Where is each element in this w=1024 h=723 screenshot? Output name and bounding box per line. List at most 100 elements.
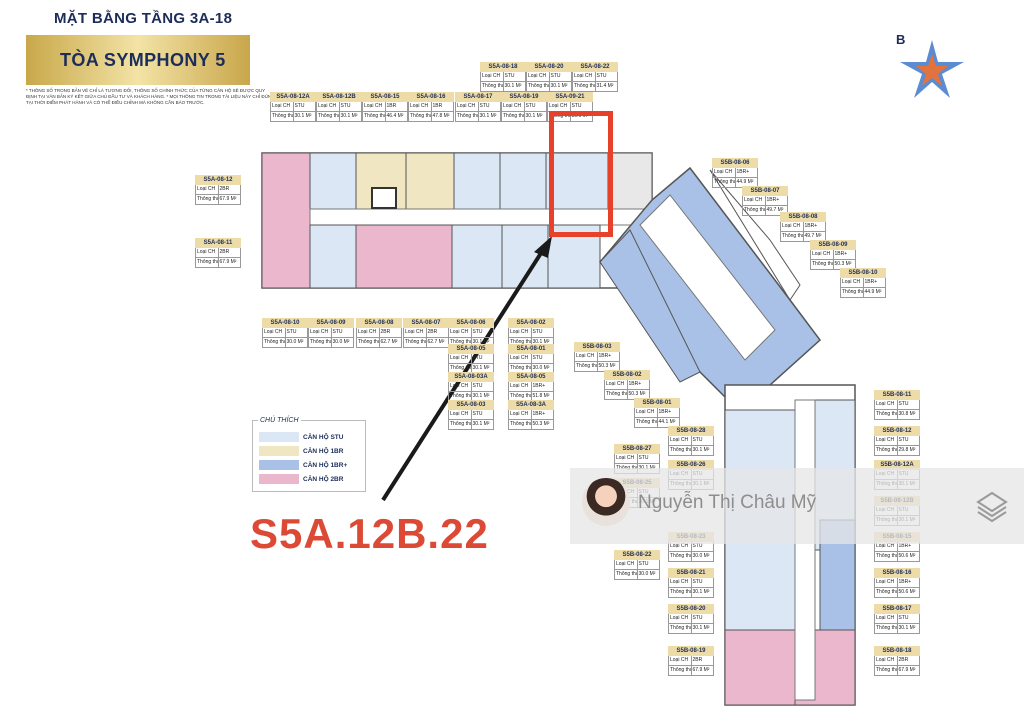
unit-type-label: Loại CH <box>450 383 469 389</box>
unit-type-value: 1BR+ <box>530 382 554 391</box>
legend-item-1br: CĂN HỘ 1BR <box>259 445 343 457</box>
unit-code: S5B-08-11 <box>874 390 920 400</box>
unit-area-label: Thông thủy <box>264 339 285 345</box>
unit-area-value: 30.1 M² <box>470 338 494 347</box>
unit-type-value: STU <box>523 102 547 111</box>
unit-area-label: Thông thủy <box>636 419 657 425</box>
unit-type-value: STU <box>470 410 494 419</box>
unit-type-value: STU <box>569 102 593 111</box>
unit-area-value: 30.1 M² <box>690 588 714 597</box>
tower-title: TÒA SYMPHONY 5 <box>60 50 226 70</box>
legend-swatch-1br <box>259 446 299 456</box>
unit-area-value: 50.3 M² <box>626 390 650 399</box>
unit-area-label: Thông thủy <box>876 625 897 631</box>
unit-area-label: Thông thủy <box>670 589 691 595</box>
unit-area-label: Thông thủy <box>358 339 379 345</box>
unit-area-row: Thông thủy30.1 M² <box>526 82 572 92</box>
unit-area-row: Thông thủy62.7 M² <box>356 338 402 348</box>
unit-area-label: Thông thủy <box>876 411 897 417</box>
unit-type-label: Loại CH <box>636 409 655 415</box>
unit-code: S5B-08-02 <box>604 370 650 380</box>
legend-title: CHÚ THÍCH <box>258 417 301 424</box>
unit-area-value: 44.1 M² <box>656 418 680 427</box>
unit-type-value: 2BR <box>217 185 241 194</box>
unit-code: S5B-08-19 <box>668 646 714 656</box>
unit-type-value: 1BR+ <box>656 408 680 417</box>
unit-area-value: 29.8 M² <box>896 446 920 455</box>
unit-code: S5A-08-20 <box>526 62 572 72</box>
unit-area-row: Thông thủy49.7 M² <box>742 206 788 216</box>
unit-area-label: Thông thủy <box>876 589 897 595</box>
unit-code: S5A-08-07 <box>403 318 449 328</box>
unit-code: S5B-08-22 <box>614 550 660 560</box>
watermark-name: Nguyễn Thị Châu Mỹ <box>638 492 817 513</box>
stacked-layers-icon <box>976 491 1008 523</box>
unit-area-value: 30.8 M² <box>896 410 920 419</box>
unit-area-label: Thông thủy <box>197 196 218 202</box>
unit-code: S5A-08-3A <box>508 400 554 410</box>
unit-area-row: Thông thủy67.9 M² <box>874 666 920 676</box>
unit-code: S5B-08-18 <box>874 646 920 656</box>
unit-area-label: Thông thủy <box>782 233 803 239</box>
unit-type-label: Loại CH <box>549 103 568 109</box>
unit-area-value: 50.3 M² <box>832 260 856 269</box>
unit-area-row: Thông thủy30.0 M² <box>614 570 660 580</box>
unit-type-label: Loại CH <box>364 103 383 109</box>
unit-area-row: Thông thủy30.8 M² <box>874 410 920 420</box>
unit-type-value: 1BR+ <box>832 250 856 259</box>
unit-area-value: 62.7 M² <box>378 338 402 347</box>
unit-type-value: STU <box>330 328 354 337</box>
unit-code: S5B-08-20 <box>668 604 714 614</box>
unit-area-label: Thông thủy <box>450 393 471 399</box>
unit-code: S5A-08-12A <box>270 92 316 102</box>
unit-area-label: Thông thủy <box>510 365 531 371</box>
unit-type-value: 1BR+ <box>596 352 620 361</box>
unit-type-label: Loại CH <box>842 279 861 285</box>
unit-type-label: Loại CH <box>450 329 469 335</box>
unit-area-row: Thông thủy30.1 M² <box>316 112 362 122</box>
unit-area-row: Thông thủy67.9 M² <box>195 195 241 205</box>
legend-swatch-2br <box>259 474 299 484</box>
unit-area-row: Thông thủy50.3 M² <box>604 390 650 400</box>
unit-area-label: Thông thủy <box>670 625 691 631</box>
unit-area-value: 50.3 M² <box>596 362 620 371</box>
unit-area-value: 30.1 M² <box>896 624 920 633</box>
unit-area-value: 30.1 M² <box>690 446 714 455</box>
unit-type-label: Loại CH <box>310 329 329 335</box>
unit-code: S5B-08-09 <box>810 240 856 250</box>
unit-code: S5B-08-27 <box>614 444 660 454</box>
unit-area-row: Thông thủy50.6 M² <box>874 588 920 598</box>
legend-item-stu: CĂN HỘ STU <box>259 431 343 443</box>
unit-area-value: 49.7 M² <box>802 232 826 241</box>
unit-code: S5A-08-02 <box>508 318 554 328</box>
floor-title: MẶT BẰNG TẦNG 3A-18 <box>54 10 233 27</box>
wing-b <box>724 384 856 706</box>
